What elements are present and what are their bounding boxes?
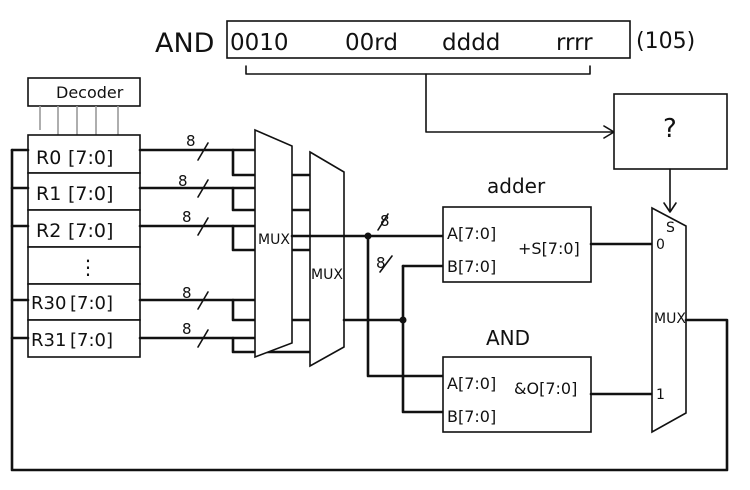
- instruction-suffix: (105): [636, 29, 695, 54]
- bus-slash-4: [197, 329, 209, 348]
- register-ellipsis-mark: ⋮: [78, 255, 98, 279]
- and-input-b: B[7:0]: [447, 407, 496, 426]
- register-r2: [27, 209, 141, 248]
- bus-slash-b: [379, 255, 393, 273]
- adder-output: +S[7:0]: [518, 239, 580, 258]
- bus-width-3: 8: [182, 284, 192, 302]
- output-mux-label: MUX: [654, 311, 686, 327]
- bus-slash-0: [197, 142, 209, 161]
- register-file: [27, 134, 141, 358]
- register-r1-name: R1: [36, 183, 61, 205]
- register-r30-range: [7:0]: [70, 293, 113, 314]
- register-r2-range: [7:0]: [68, 220, 113, 242]
- bus-width-0: 8: [186, 132, 196, 150]
- output-mux-input-1: 1: [656, 387, 665, 403]
- bus-slash-1: [197, 179, 209, 198]
- mux-b-bus-wire: [401, 264, 445, 414]
- bus-slash-3: [197, 291, 209, 310]
- register-r30-name: R30: [31, 293, 66, 314]
- select-arrow-head: [663, 202, 677, 213]
- bus-width-1: 8: [178, 172, 188, 190]
- bus-slash-2: [197, 217, 209, 236]
- register-ellipsis: [27, 246, 141, 285]
- unknown-box-label: ?: [663, 114, 677, 144]
- adder-input-a: A[7:0]: [447, 224, 496, 243]
- register-r31-range: [7:0]: [70, 330, 113, 351]
- instruction-field-opcode: 0010: [230, 30, 289, 56]
- register-r31: [27, 319, 141, 358]
- register-r2-name: R2: [36, 220, 61, 242]
- bus-width-2: 8: [182, 208, 192, 226]
- instruction-field-dddd: dddd: [442, 30, 500, 56]
- instruction-mnemonic: AND: [155, 28, 214, 59]
- adder-title: adder: [487, 174, 546, 198]
- instruction-field-rrrr: rrrr: [556, 30, 593, 56]
- mux-b-label: MUX: [311, 267, 343, 283]
- bus-slash-a: [377, 213, 389, 231]
- and-box: [442, 356, 592, 433]
- register-r0-name: R0: [36, 147, 61, 169]
- field-brace: [245, 65, 591, 75]
- feedback-wire: [10, 148, 729, 472]
- register-r0-range: [7:0]: [68, 147, 113, 169]
- decoder-label: Decoder: [56, 83, 124, 102]
- brace-to-unknown-wire: [425, 73, 613, 133]
- register-r31-name: R31: [31, 330, 66, 351]
- register-r30: [27, 283, 141, 321]
- instruction-box: [226, 20, 631, 59]
- output-mux-input-0: 0: [656, 237, 665, 253]
- decoder-box: [27, 77, 141, 107]
- adder-box: [442, 206, 592, 283]
- mux-b: [309, 150, 345, 368]
- instruction-field-rd: 00rd: [345, 30, 398, 56]
- mux-a-label: MUX: [258, 232, 290, 248]
- output-mux: [651, 206, 687, 434]
- unknown-box: [613, 93, 728, 170]
- adder-input-b: B[7:0]: [447, 257, 496, 276]
- bus-width-a: 8: [380, 212, 390, 230]
- bus-width-4: 8: [182, 320, 192, 338]
- mux-a: [254, 128, 293, 359]
- and-title: AND: [486, 326, 530, 350]
- bus-width-b: 8: [376, 254, 386, 272]
- output-mux-select: S: [666, 220, 675, 236]
- and-input-a: A[7:0]: [447, 374, 496, 393]
- register-r1-range: [7:0]: [68, 183, 113, 205]
- and-output: &O[7:0]: [514, 379, 577, 398]
- mux-a-to-and-wire: [366, 234, 445, 378]
- register-r0: [27, 134, 141, 174]
